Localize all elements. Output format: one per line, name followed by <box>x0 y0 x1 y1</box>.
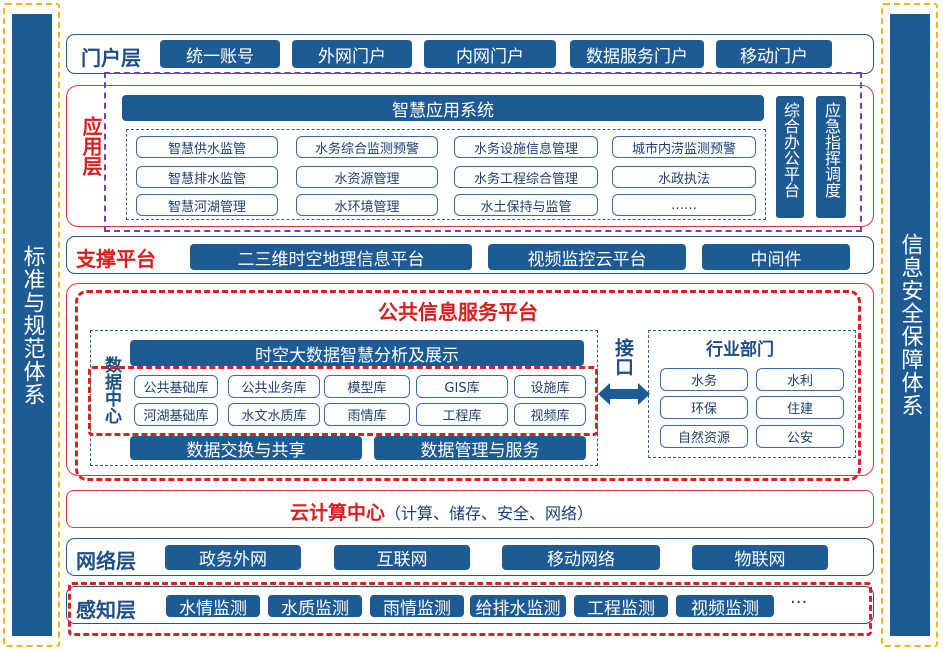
industry-water-affairs: 水务 <box>660 368 748 391</box>
database-dashed-frame <box>88 366 598 436</box>
application-layer-label: 应用层 <box>79 116 103 176</box>
industry-departments-title: 行业部门 <box>706 340 774 360</box>
sensing-item-video: 视频监测 <box>676 595 774 619</box>
portal-item-mobile: 移动门户 <box>716 40 832 68</box>
app-item-soil-water-conservation: 水土保持与监管 <box>454 194 598 216</box>
network-layer-label: 网络层 <box>76 549 136 573</box>
db-engineering: 工程库 <box>416 403 508 426</box>
industry-environment: 环保 <box>660 396 748 419</box>
db-video: 视频库 <box>514 403 586 426</box>
public-platform-title: 公共信息服务平台 <box>378 300 538 324</box>
cloud-computing-layer <box>66 490 874 528</box>
spatiotemporal-analysis-bar: 时空大数据智慧分析及展示 <box>130 340 584 366</box>
sensing-dashed-frame <box>68 582 872 636</box>
db-public-business: 公共业务库 <box>228 375 320 398</box>
portal-item-external: 外网门户 <box>292 40 412 68</box>
smart-application-system-bar: 智慧应用系统 <box>122 95 764 121</box>
standards-system-bar: 标准与规范体系 <box>12 14 52 636</box>
app-item-water-monitoring-warning: 水务综合监测预警 <box>296 136 438 158</box>
portal-layer-label: 门户层 <box>81 46 141 70</box>
db-river-lake-basic: 河湖基础库 <box>134 403 218 426</box>
data-center-label: 数据中心 <box>101 356 121 424</box>
office-platform-bar: 综合办公平台 <box>776 96 804 218</box>
industry-housing: 住建 <box>756 396 844 419</box>
industry-water-conservancy: 水利 <box>756 368 844 391</box>
bidirectional-arrow-icon <box>598 383 650 405</box>
sensing-item-water-supply-drainage: 给排水监测 <box>470 595 566 619</box>
data-exchange-bar: 数据交换与共享 <box>130 436 362 461</box>
db-facility: 设施库 <box>514 375 586 398</box>
interface-label: 接口 <box>612 338 634 376</box>
app-item-water-environment: 水环境管理 <box>296 194 438 216</box>
application-items-frame <box>126 129 766 220</box>
app-item-water-project-management: 水务工程综合管理 <box>454 166 598 188</box>
cloud-computing-title: 云计算中心 <box>290 502 386 524</box>
industry-natural-resources: 自然资源 <box>660 425 748 448</box>
portal-item-unified-account: 统一账号 <box>160 40 280 68</box>
sensing-layer-label: 感知层 <box>76 598 136 622</box>
network-item-government: 政务外网 <box>165 545 301 570</box>
left-side-frame <box>3 3 60 647</box>
app-item-water-resources: 水资源管理 <box>296 166 438 188</box>
sensing-item-rainfall: 雨情监测 <box>370 595 464 619</box>
portal-item-internal: 内网门户 <box>424 40 556 68</box>
sensing-more-ellipsis: ··· <box>790 592 808 613</box>
right-side-frame <box>881 3 938 647</box>
standards-system-label: 标准与规范体系 <box>19 244 45 406</box>
app-item-water-law-enforcement: 水政执法 <box>612 166 756 188</box>
network-item-mobile: 移动网络 <box>502 545 660 570</box>
public-platform-dashed-frame <box>75 290 861 481</box>
application-dashed-frame <box>104 72 862 232</box>
data-management-bar: 数据管理与服务 <box>374 436 586 461</box>
app-item-more: …… <box>612 194 756 216</box>
db-rainfall: 雨情库 <box>324 403 410 426</box>
support-item-gis-platform: 二三维时空地理信息平台 <box>190 244 472 270</box>
network-item-internet: 互联网 <box>334 545 470 570</box>
db-public-basic: 公共基础库 <box>134 375 218 398</box>
app-item-smart-water-supply: 智慧供水监管 <box>136 136 278 158</box>
portal-item-data-service: 数据服务门户 <box>570 40 704 68</box>
industry-public-security: 公安 <box>756 425 844 448</box>
sensing-item-engineering: 工程监测 <box>574 595 668 619</box>
security-system-bar: 信息安全保障体系 <box>890 14 930 636</box>
support-item-middleware: 中间件 <box>702 244 850 270</box>
sensing-item-water-regime: 水情监测 <box>166 595 260 619</box>
app-item-smart-drainage: 智慧排水监管 <box>136 166 278 188</box>
cloud-computing-heading: 云计算中心（计算、储存、安全、网络） <box>290 498 593 525</box>
app-item-water-facility-info: 水务设施信息管理 <box>454 136 598 158</box>
support-item-video-cloud: 视频监控云平台 <box>488 244 686 270</box>
app-item-urban-waterlogging-warning: 城市内涝监测预警 <box>612 136 756 158</box>
db-model: 模型库 <box>324 375 410 398</box>
db-gis: GIS库 <box>416 375 508 398</box>
network-item-iot: 物联网 <box>692 545 828 570</box>
emergency-command-bar: 应急指挥调度 <box>816 96 846 218</box>
app-item-smart-river-lake: 智慧河湖管理 <box>136 194 278 216</box>
sensing-item-water-quality: 水质监测 <box>268 595 362 619</box>
security-system-label: 信息安全保障体系 <box>897 233 923 417</box>
db-hydrology-quality: 水文水质库 <box>228 403 320 426</box>
industry-departments-frame <box>648 330 856 458</box>
support-platform-label: 支撑平台 <box>76 247 156 271</box>
cloud-computing-desc: （计算、储存、安全、网络） <box>385 504 594 523</box>
